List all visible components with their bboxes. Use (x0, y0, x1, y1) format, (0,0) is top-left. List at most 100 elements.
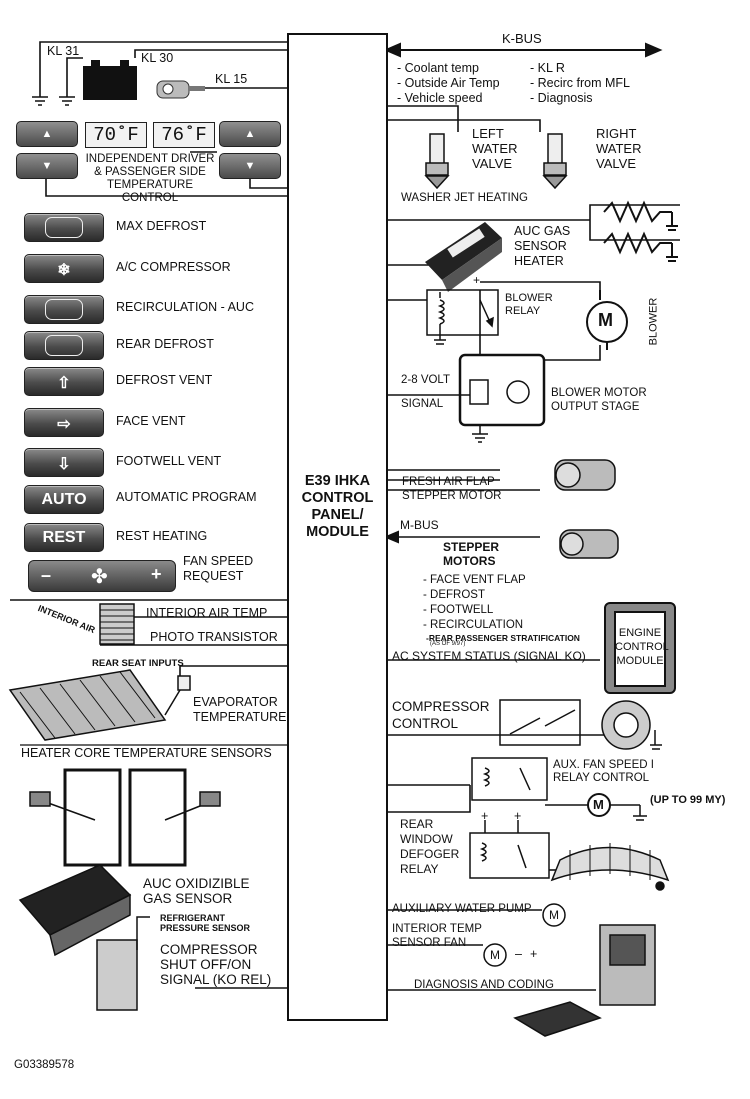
defrost-vent-icon: ⇧ (57, 375, 71, 392)
compressor-shutoff-label: COMPRESSOR SHUT OFF/ON SIGNAL (KO REL) (160, 942, 272, 987)
stepper-recirculation: - RECIRCULATION (423, 619, 524, 631)
temp-control-caption: INDEPENDENT DRIVER & PASSENGER SIDE TEMP… (85, 153, 215, 204)
up-to-99-label: (UP TO 99 MY) (650, 794, 726, 806)
fan-plus-button[interactable]: + (151, 564, 162, 584)
defogger-plus-2: + (514, 809, 522, 823)
footwell-vent-button[interactable]: ⇩ (24, 448, 104, 477)
passenger-temp-down-button[interactable]: ▼ (219, 153, 281, 179)
blower-label: BLOWER (647, 297, 660, 346)
washer-jet-heating-label: WASHER JET HEATING (401, 192, 528, 204)
rear-defrost-button[interactable] (24, 331, 104, 360)
rear-defrost-label: REAR DEFROST (116, 337, 214, 351)
right-water-valve-label: RIGHT WATER VALVE (596, 126, 642, 171)
interior-air-temp-label: INTERIOR AIR TEMP (146, 606, 268, 620)
recirculation-label: RECIRCULATION - AUC (116, 300, 254, 314)
input-coolant-temp: - Coolant temp (397, 61, 479, 75)
aux-fan-relay-label: AUX. FAN SPEED I RELAY CONTROL (553, 759, 654, 784)
refrigerant-label: REFRIGERANT PRESSURE SENSOR (160, 913, 251, 933)
input-list-left: - Coolant temp - Outside Air Temp - Vehi… (397, 61, 500, 106)
face-vent-label: FACE VENT (116, 414, 186, 428)
ihka-control-module: E39 IHKA CONTROL PANEL/ MODULE (287, 33, 388, 1021)
compressor-control-label: COMPRESSOR CONTROL (392, 699, 490, 731)
stepper-face-vent: - FACE VENT FLAP (423, 574, 526, 586)
input-list-right: - KL R - Recirc from MFL - Diagnosis (530, 61, 630, 106)
input-diagnosis: - Diagnosis (530, 91, 593, 105)
rest-button[interactable]: REST (24, 523, 104, 552)
aux-fan-motor-m: M (593, 797, 604, 812)
auto-button-text: AUTO (41, 491, 87, 508)
face-vent-button[interactable]: ⇨ (24, 408, 104, 437)
kl15-label: KL 15 (215, 72, 248, 86)
face-vent-icon: ⇨ (57, 416, 71, 433)
ihka-module-label: E39 IHKA CONTROL PANEL/ MODULE (301, 473, 374, 540)
ac-system-status-label: AC SYSTEM STATUS (SIGNAL KO) (392, 649, 586, 663)
left-water-valve-label: LEFT WATER VALVE (472, 126, 518, 171)
max-defrost-icon (45, 217, 83, 238)
fan-speed-label: FAN SPEED REQUEST (183, 554, 254, 583)
heater-core-label: HEATER CORE TEMPERATURE SENSORS (21, 746, 272, 760)
signal-volt-label: 2-8 VOLT (401, 374, 450, 386)
snowflake-icon: ❄ (57, 262, 71, 279)
passenger-temp-up-button[interactable]: ▲ (219, 121, 281, 147)
figure-code: G03389578 (14, 1059, 75, 1071)
rear-window-relay-label: REAR WINDOW DEFOGER RELAY (400, 817, 460, 876)
interior-fan-label: INTERIOR TEMP SENSOR FAN (392, 923, 482, 949)
automatic-program-label: AUTOMATIC PROGRAM (116, 490, 257, 504)
rest-heating-label: REST HEATING (116, 529, 208, 543)
stepper-motors-label: STEPPER MOTORS (443, 540, 500, 568)
fan-speed-control[interactable]: – ✤ + (28, 560, 176, 592)
stepper-footwell: - FOOTWELL (423, 604, 494, 616)
interior-fan-minus: – (515, 947, 522, 961)
fresh-air-flap-label: FRESH AIR FLAP STEPPER MOTOR (402, 476, 502, 502)
ecm-label: ENGINE CONTROL MODULE (615, 627, 669, 667)
photo-transistor-label: PHOTO TRANSISTOR (150, 630, 278, 644)
ac-compressor-label: A/C COMPRESSOR (116, 260, 231, 274)
auc-oxidizible-label: AUC OXIDIZIBLE GAS SENSOR (143, 876, 250, 906)
ac-compressor-button[interactable]: ❄ (24, 254, 104, 283)
auc-gas-heater-label: AUC GAS SENSOR HEATER (514, 224, 571, 268)
defrost-vent-label: DEFROST VENT (116, 373, 213, 387)
fan-minus-button[interactable]: – (41, 565, 52, 585)
auto-button[interactable]: AUTO (24, 485, 104, 514)
aux-water-pump-label: AUXILIARY WATER PUMP (392, 903, 532, 915)
interior-fan-plus: + (530, 947, 538, 961)
recirculation-icon (45, 299, 83, 320)
rear-seat-inputs-label: REAR SEAT INPUTS (92, 658, 184, 669)
evaporator-label: EVAPORATOR TEMPERATURE (193, 695, 287, 724)
defrost-vent-button[interactable]: ⇧ (24, 367, 104, 396)
kl31-label: KL 31 (47, 44, 80, 58)
kbus-label: K-BUS (502, 31, 542, 46)
signal-label: SIGNAL (401, 398, 444, 410)
footwell-vent-icon: ⇩ (57, 456, 71, 473)
input-recirc-mfl: - Recirc from MFL (530, 76, 630, 90)
max-defrost-label: MAX DEFROST (116, 219, 207, 233)
aux-pump-motor-m: M (549, 908, 559, 922)
passenger-temp-display: 76˚F (153, 122, 215, 148)
fan-icon: ✤ (91, 566, 108, 588)
input-outside-air-temp: - Outside Air Temp (397, 76, 500, 90)
rear-stratification-label: -REAR PASSENGER STRATIFICATION (426, 633, 580, 643)
input-kl-r: - KL R (530, 61, 565, 75)
kl30-label: KL 30 (141, 51, 174, 65)
mbus-label: M-BUS (400, 518, 439, 532)
driver-temp-display: 70˚F (85, 122, 147, 148)
recirculation-button[interactable] (24, 295, 104, 324)
blower-relay-label: BLOWER RELAY (505, 292, 553, 317)
stepper-motor-list: - FACE VENT FLAP - DEFROST - FOOTWELL - … (423, 573, 526, 633)
rest-button-text: REST (42, 529, 86, 546)
blower-motor-m: M (598, 310, 613, 330)
defogger-plus-1: + (481, 809, 489, 823)
driver-temp-up-button[interactable]: ▲ (16, 121, 78, 147)
max-defrost-button[interactable] (24, 213, 104, 242)
interior-fan-motor-m: M (490, 948, 500, 962)
svg-text:+: + (473, 273, 480, 287)
driver-temp-down-button[interactable]: ▼ (16, 153, 78, 179)
input-vehicle-speed: - Vehicle speed (397, 91, 483, 105)
diagnosis-coding-label: DIAGNOSIS AND CODING (414, 979, 554, 991)
output-stage-label: BLOWER MOTOR OUTPUT STAGE (551, 387, 647, 413)
rear-defrost-icon (45, 335, 83, 356)
footwell-vent-label: FOOTWELL VENT (116, 454, 222, 468)
as-of-label: (AS OF 9/97) (430, 641, 466, 647)
stepper-defrost: - DEFROST (423, 589, 485, 601)
